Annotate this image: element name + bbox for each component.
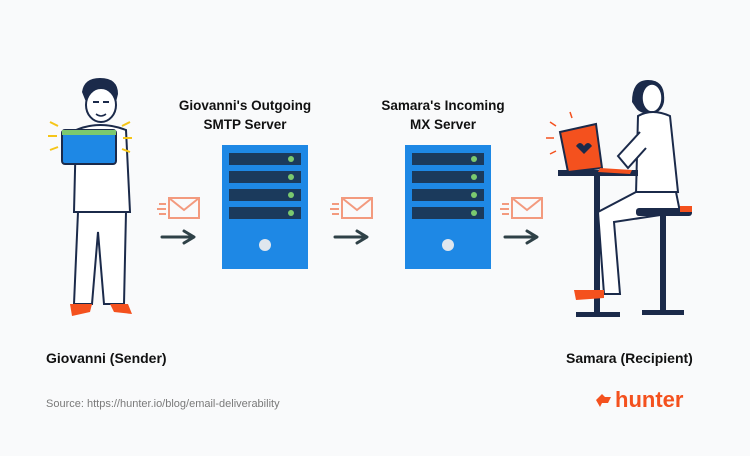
outgoing-server-title-line1: Giovanni's Outgoing — [178, 98, 312, 113]
incoming-server-title-line2: MX Server — [409, 117, 477, 132]
outgoing-smtp-server-icon — [222, 145, 308, 269]
outgoing-server-title: Giovanni's Outgoing SMTP Server — [155, 96, 335, 134]
sender-label: Giovanni (Sender) — [46, 350, 167, 366]
arrow-right-icon — [333, 229, 369, 245]
source-caption: Source: https://hunter.io/blog/email-del… — [46, 398, 280, 410]
hunter-brand: hunter — [596, 387, 683, 413]
recipient-illustration — [546, 80, 692, 317]
envelope-icon — [157, 197, 200, 219]
incoming-server-title: Samara's Incoming MX Server — [353, 96, 533, 134]
incoming-server-title-line1: Samara's Incoming — [381, 98, 505, 113]
arrow-right-icon — [160, 229, 196, 245]
sender-illustration — [48, 78, 132, 316]
envelope-icon — [500, 197, 543, 219]
recipient-label: Samara (Recipient) — [566, 350, 693, 366]
outgoing-server-title-line2: SMTP Server — [203, 117, 287, 132]
arrow-right-icon — [503, 229, 539, 245]
hunter-wordmark: hunter — [615, 387, 684, 412]
incoming-mx-server-icon — [405, 145, 491, 269]
hunter-logo-icon — [596, 394, 611, 407]
envelope-icon — [330, 197, 373, 219]
